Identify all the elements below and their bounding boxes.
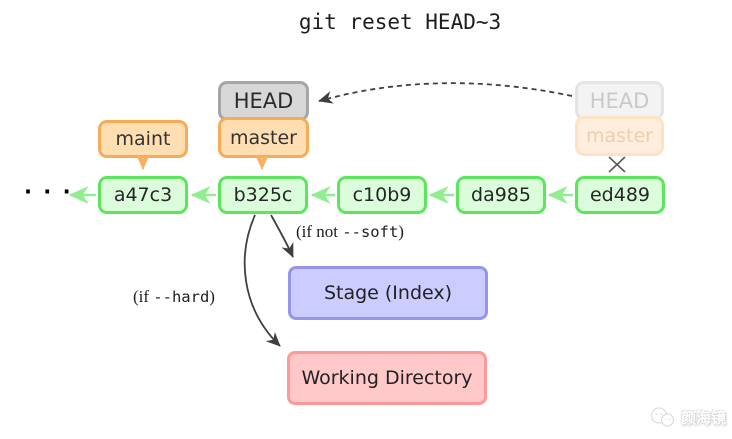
soft-flag-code: --soft [342,223,399,241]
soft-condition-prefix: (if not [296,222,343,241]
diagram-title: git reset HEAD~3 [298,10,502,34]
hard-condition-prefix: (if [133,287,154,306]
head-move-dashed-arrow [318,82,573,104]
hard-condition-suffix: ) [209,287,215,306]
commit-node-ed489: ed489 [575,176,665,214]
watermark: 颜海镜 [649,407,726,428]
commit-hash: ed489 [589,184,650,206]
commit-node-da985: da985 [456,176,546,214]
stage-index-label: Stage (Index) [323,282,453,304]
history-ellipsis: · · · [24,180,73,204]
working-directory-label: Working Directory [301,367,473,389]
commit-node-c10b9: c10b9 [337,176,427,214]
head-ref-box: HEAD [218,81,309,121]
wechat-logo-icon [650,407,675,427]
ghost-master-ref-label: master [585,125,653,147]
master-ref-box: master [218,117,309,158]
soft-condition-label: (if not --soft) [296,222,404,242]
ghost-master-ref-box: master [575,116,664,156]
stage-index-box: Stage (Index) [288,266,488,320]
master-ref-label: master [229,126,297,149]
reset-to-stage-arrow [270,214,294,258]
commit-node-b325c: b325c [218,176,308,214]
commit-hash: a47c3 [113,184,173,206]
commit-node-a47c3: a47c3 [98,176,188,214]
ghost-head-ref-label: HEAD [589,88,650,113]
hard-condition-label: (if --hard) [133,287,215,307]
watermark-text: 颜海镜 [680,409,726,427]
reset-to-working-arrow [243,214,281,347]
commit-hash: c10b9 [352,184,412,206]
maint-ref-box: maint [98,120,188,158]
hard-flag-code: --hard [153,288,210,306]
working-directory-box: Working Directory [287,351,487,405]
maint-ref-label: maint [115,128,171,150]
soft-condition-suffix: ) [398,222,404,241]
head-ref-label: HEAD [233,89,294,113]
commit-hash: da985 [471,184,531,206]
detached-x-mark [608,156,626,173]
commit-hash: b325c [233,184,293,206]
ghost-head-ref-box: HEAD [575,81,664,120]
